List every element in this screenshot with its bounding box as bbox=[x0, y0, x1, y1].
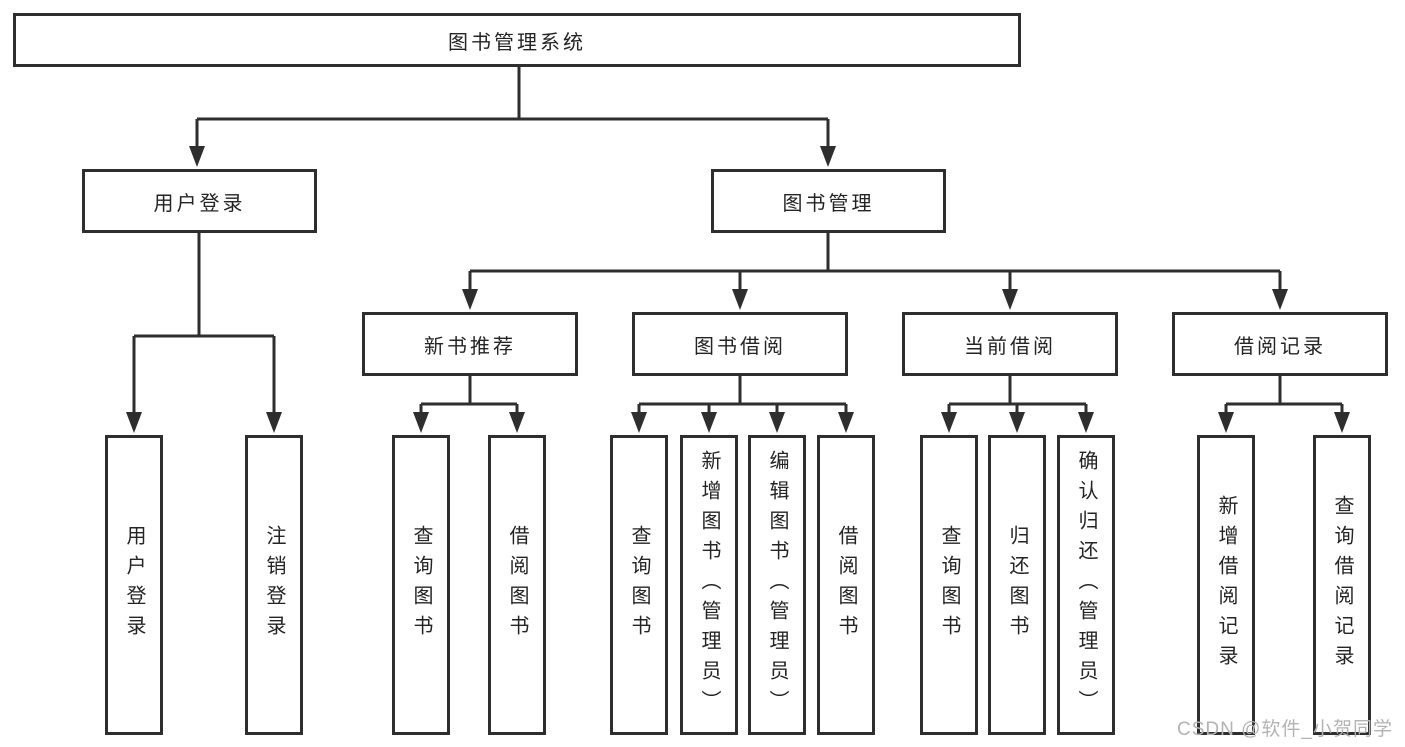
leaf-return-books: 归还图书 bbox=[988, 435, 1046, 735]
leaf-label: 借阅图书 bbox=[835, 525, 857, 645]
leaf-label: 查询图书 bbox=[410, 525, 432, 645]
leaf-label: 新增图书（管理员） bbox=[698, 450, 720, 720]
leaf-add-books-admin: 新增图书（管理员） bbox=[680, 435, 738, 735]
node-borrowing-records: 借阅记录 bbox=[1172, 312, 1388, 376]
leaf-user-login: 用户登录 bbox=[105, 435, 163, 735]
node-current-borrowing: 当前借阅 bbox=[902, 312, 1118, 376]
leaf-add-borrow-record: 新增借阅记录 bbox=[1197, 435, 1255, 735]
leaf-query-books-borrowing: 查询图书 bbox=[610, 435, 668, 735]
leaf-label: 查询图书 bbox=[628, 525, 650, 645]
leaf-label: 借阅图书 bbox=[506, 525, 528, 645]
node-book-borrowing: 图书借阅 bbox=[632, 312, 848, 376]
leaf-edit-books-admin: 编辑图书（管理员） bbox=[748, 435, 806, 735]
leaf-borrow-books-recommend: 借阅图书 bbox=[488, 435, 546, 735]
arrowheads bbox=[126, 146, 1350, 433]
leaf-query-books-recommend: 查询图书 bbox=[392, 435, 450, 735]
leaf-borrow-books: 借阅图书 bbox=[817, 435, 875, 735]
leaf-label: 用户登录 bbox=[123, 525, 145, 645]
node-library-management-system: 图书管理系统 bbox=[13, 13, 1021, 67]
leaf-label: 新增借阅记录 bbox=[1215, 495, 1237, 675]
leaf-label: 注销登录 bbox=[263, 525, 285, 645]
leaf-label: 归还图书 bbox=[1006, 525, 1028, 645]
leaf-logout: 注销登录 bbox=[245, 435, 303, 735]
csdn-watermark: CSDN @软件_小贺同学 bbox=[1177, 719, 1393, 740]
leaf-label: 编辑图书（管理员） bbox=[766, 450, 788, 720]
node-new-book-recommendation: 新书推荐 bbox=[362, 312, 578, 376]
leaf-label: 确认归还（管理员） bbox=[1075, 450, 1097, 720]
leaf-label: 查询图书 bbox=[938, 525, 960, 645]
node-book-management: 图书管理 bbox=[711, 169, 946, 233]
leaf-query-borrow-record: 查询借阅记录 bbox=[1313, 435, 1371, 735]
leaf-query-books-current: 查询图书 bbox=[920, 435, 978, 735]
leaf-confirm-return-admin: 确认归还（管理员） bbox=[1057, 435, 1115, 735]
node-user-login: 用户登录 bbox=[82, 169, 317, 233]
leaf-label: 查询借阅记录 bbox=[1331, 495, 1353, 675]
